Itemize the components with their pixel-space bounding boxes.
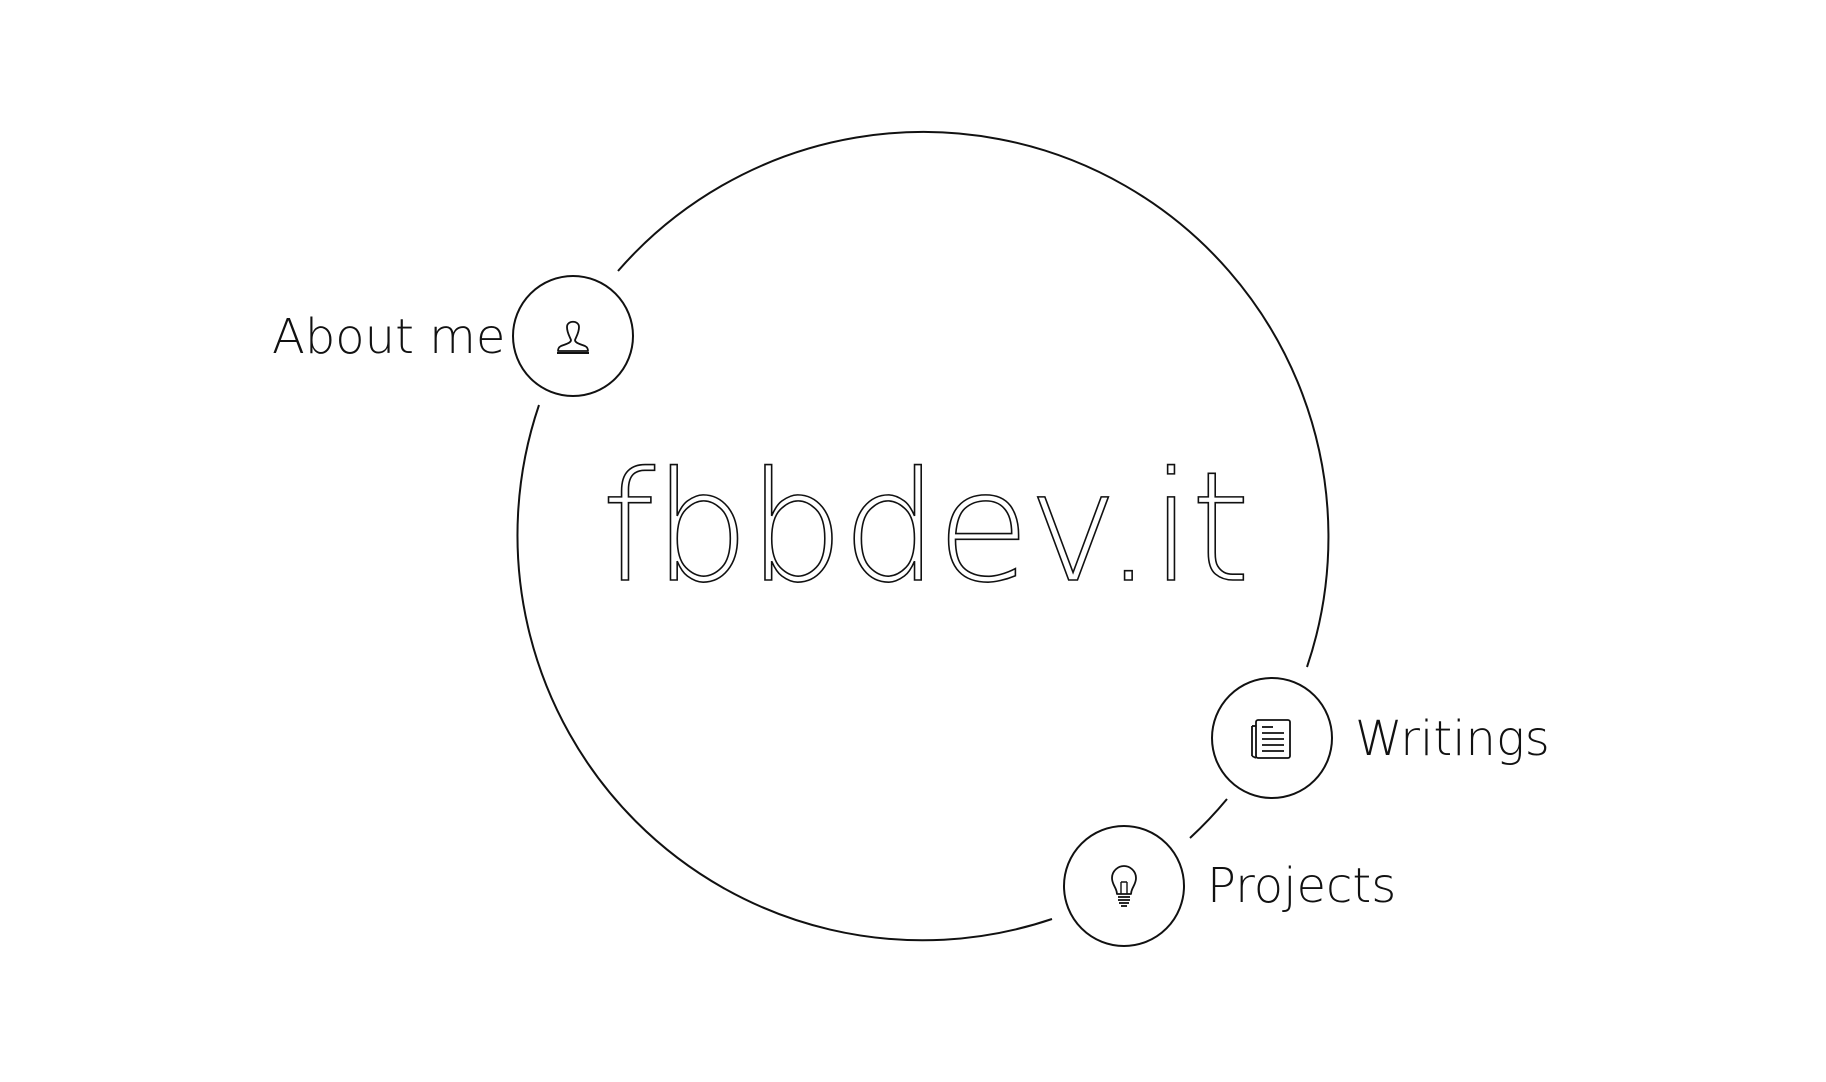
ring-arc-between — [1189, 798, 1228, 839]
projects-link[interactable]: Projects — [1207, 858, 1397, 914]
lightbulb-icon — [1111, 865, 1137, 907]
about-me-link[interactable]: About me — [272, 309, 506, 365]
person-icon — [557, 320, 589, 354]
about-me-button[interactable] — [512, 275, 634, 397]
document-icon — [1251, 719, 1291, 759]
site-title[interactable]: fbbdev.it — [601, 438, 1251, 617]
projects-button[interactable] — [1063, 825, 1185, 947]
writings-button[interactable] — [1211, 677, 1333, 799]
writings-link[interactable]: Writings — [1355, 711, 1550, 767]
